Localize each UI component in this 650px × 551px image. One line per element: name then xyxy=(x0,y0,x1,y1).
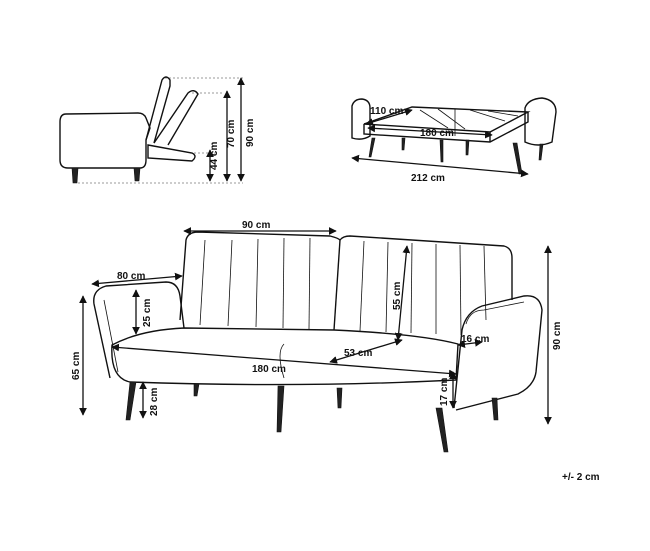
side-leg-back xyxy=(133,167,141,182)
side-seat-body xyxy=(59,112,151,169)
bed-left-arm xyxy=(351,98,371,140)
bed-dim-212-label: 212 cm xyxy=(411,173,445,184)
bed-dim-180-line xyxy=(367,124,493,139)
side-leg-front xyxy=(71,167,79,184)
bed-channel-4 xyxy=(487,110,519,117)
front-channel-11 xyxy=(483,245,487,321)
front-dim-28-label: 28 cm xyxy=(149,388,160,416)
front-channel-4 xyxy=(282,237,285,329)
front-dim-53-line xyxy=(329,338,403,364)
front-right-arm-top xyxy=(465,301,525,325)
front-leg-4 xyxy=(336,387,343,409)
bed-leg-6 xyxy=(538,143,544,161)
front-dim-65-label: 65 cm xyxy=(71,352,82,380)
front-channel-7 xyxy=(385,241,389,333)
front-channel-6 xyxy=(359,240,365,332)
front-dim-180-line xyxy=(111,343,457,378)
front-channel-3 xyxy=(255,238,259,328)
front-dim-80-line xyxy=(91,272,183,288)
front-channel-5 xyxy=(308,237,311,330)
front-leg-3 xyxy=(276,385,285,433)
bed-channel-2 xyxy=(437,108,466,130)
bed-view: 110 cm 180 cm 212 cm xyxy=(351,97,557,184)
tolerance-note: +/- 2 cm xyxy=(562,472,600,483)
front-dim-80-label: 80 cm xyxy=(117,271,145,282)
front-backrest xyxy=(179,231,513,321)
bed-leg-1 xyxy=(368,137,376,158)
bed-right-arm xyxy=(524,97,557,146)
front-dim-55-label: 55 cm xyxy=(392,282,403,310)
front-channel-10 xyxy=(459,244,462,336)
front-dim-180-label: 180 cm xyxy=(252,364,286,375)
front-channel-1 xyxy=(199,239,206,326)
front-view: 90 cm 80 cm 25 cm 55 cm 65 cm 180 cm 53 … xyxy=(71,220,563,453)
side-dim-90-label: 90 cm xyxy=(245,119,256,147)
front-channel-2 xyxy=(227,239,233,327)
front-leg-1 xyxy=(125,381,137,421)
bed-dim-110-label: 110 cm xyxy=(370,106,403,117)
front-channel-8 xyxy=(410,242,413,334)
bed-leg-2 xyxy=(401,137,406,151)
front-dim-55-line xyxy=(394,245,411,341)
side-view: 44 cm 70 cm 90 cm xyxy=(59,76,256,184)
side-bed-panel xyxy=(147,144,196,162)
bed-dim-180-label: 180 cm xyxy=(420,128,454,139)
front-right-arm xyxy=(453,295,543,411)
side-dim-70-label: 70 cm xyxy=(226,120,237,148)
front-dim-16-label: 16 cm xyxy=(461,334,489,345)
side-backrest-upright xyxy=(145,76,171,144)
front-leg-6 xyxy=(491,397,499,421)
bed-dim-110-line xyxy=(365,108,413,126)
front-left-arm xyxy=(93,281,185,379)
front-seat-cushion xyxy=(111,327,459,386)
side-backrest-reclined xyxy=(153,90,199,146)
bed-leg-4 xyxy=(465,139,470,156)
front-dim-16-line xyxy=(457,339,483,348)
bed-leg-5 xyxy=(512,142,523,175)
front-back-split xyxy=(333,239,341,331)
bed-dim-212-line xyxy=(351,154,529,178)
bed-channel-1 xyxy=(419,109,449,129)
front-dim-17-label: 17 cm xyxy=(439,378,450,406)
front-dim-53-label: 53 cm xyxy=(344,348,372,359)
front-dim-90-label: 90 cm xyxy=(242,220,270,231)
front-leg-5 xyxy=(435,407,449,453)
side-dim-44-label: 44 cm xyxy=(209,142,220,170)
front-leg-2 xyxy=(193,383,200,397)
front-dim-25-label: 25 cm xyxy=(142,299,153,327)
bed-channel-3 xyxy=(469,109,506,122)
front-dim-90-height-label: 90 cm xyxy=(552,322,563,350)
bed-leg-3 xyxy=(439,139,444,163)
